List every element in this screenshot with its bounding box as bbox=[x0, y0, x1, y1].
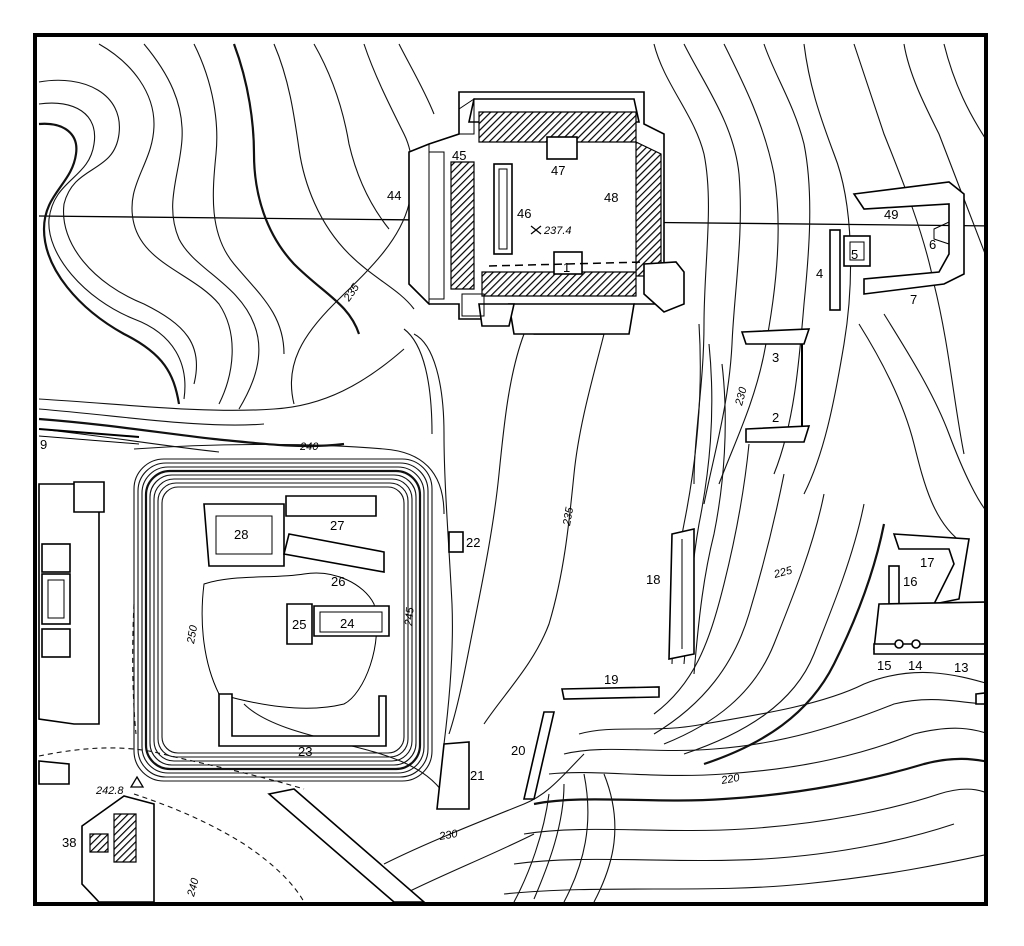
label-structure-26: 26 bbox=[331, 574, 345, 589]
contour-label-245: 245 bbox=[403, 606, 417, 627]
label-structure-16: 16 bbox=[903, 574, 917, 589]
spot-heights: 237.4 242.8 bbox=[95, 225, 572, 797]
map-drawing: 1 2 3 4 5 6 7 9 13 14 15 16 17 18 19 20 … bbox=[38, 43, 984, 902]
label-structure-46: 46 bbox=[517, 206, 531, 221]
contours-northwest bbox=[38, 43, 435, 453]
label-structure-3: 3 bbox=[772, 350, 779, 365]
west-platform-structures bbox=[203, 495, 390, 747]
structure-38 bbox=[81, 775, 426, 902]
spot-height-237-4: 237.4 bbox=[543, 225, 572, 237]
central-structures bbox=[436, 527, 695, 810]
label-structure-49: 49 bbox=[884, 207, 898, 222]
label-structure-4: 4 bbox=[816, 266, 823, 281]
contour-label-235-plaza: 235 bbox=[561, 505, 576, 527]
label-structure-13: 13 bbox=[954, 660, 968, 675]
label-structure-45: 45 bbox=[452, 148, 466, 163]
topographic-site-map: 1 2 3 4 5 6 7 9 13 14 15 16 17 18 19 20 … bbox=[33, 33, 988, 906]
structure-labels: 1 2 3 4 5 6 7 9 13 14 15 16 17 18 19 20 … bbox=[40, 148, 968, 850]
label-structure-48: 48 bbox=[604, 190, 618, 205]
contour-label-235: 235 bbox=[341, 281, 362, 304]
label-structure-1: 1 bbox=[563, 260, 570, 275]
contour-label-230: 230 bbox=[733, 385, 750, 408]
label-structure-5: 5 bbox=[851, 247, 858, 262]
label-structure-23: 23 bbox=[298, 744, 312, 759]
label-structure-28: 28 bbox=[234, 527, 248, 542]
contour-label-250: 250 bbox=[185, 623, 200, 645]
label-structure-2: 2 bbox=[772, 410, 779, 425]
east-structures bbox=[740, 181, 965, 443]
north-acropolis bbox=[408, 91, 685, 335]
label-structure-27: 27 bbox=[330, 518, 344, 533]
label-structure-47: 47 bbox=[551, 163, 565, 178]
contour-label-240: 240 bbox=[299, 441, 319, 453]
contours-northeast bbox=[653, 43, 984, 545]
label-structure-17: 17 bbox=[920, 555, 934, 570]
west-platform-contours bbox=[133, 328, 453, 782]
label-structure-19: 19 bbox=[604, 672, 618, 687]
label-structure-24: 24 bbox=[340, 616, 354, 631]
label-structure-38: 38 bbox=[62, 835, 76, 850]
label-structure-20: 20 bbox=[511, 743, 525, 758]
label-structure-44: 44 bbox=[387, 188, 401, 203]
label-structure-15: 15 bbox=[877, 658, 891, 673]
contour-label-240-south: 240 bbox=[185, 876, 202, 899]
spot-height-242-8: 242.8 bbox=[95, 785, 124, 797]
contour-label-225: 225 bbox=[772, 564, 795, 581]
label-structure-25: 25 bbox=[292, 617, 306, 632]
label-structure-14: 14 bbox=[908, 658, 922, 673]
label-structure-18: 18 bbox=[646, 572, 660, 587]
label-structure-22: 22 bbox=[466, 535, 480, 550]
label-structure-9: 9 bbox=[40, 437, 47, 452]
label-structure-21: 21 bbox=[470, 768, 484, 783]
label-structure-7: 7 bbox=[910, 292, 917, 307]
west-edge-structures bbox=[38, 428, 140, 785]
contour-label-230-south: 230 bbox=[437, 828, 459, 843]
paths bbox=[38, 603, 305, 902]
contour-label-220: 220 bbox=[719, 772, 741, 787]
southeast-structures bbox=[873, 533, 984, 705]
label-structure-6: 6 bbox=[929, 237, 936, 252]
